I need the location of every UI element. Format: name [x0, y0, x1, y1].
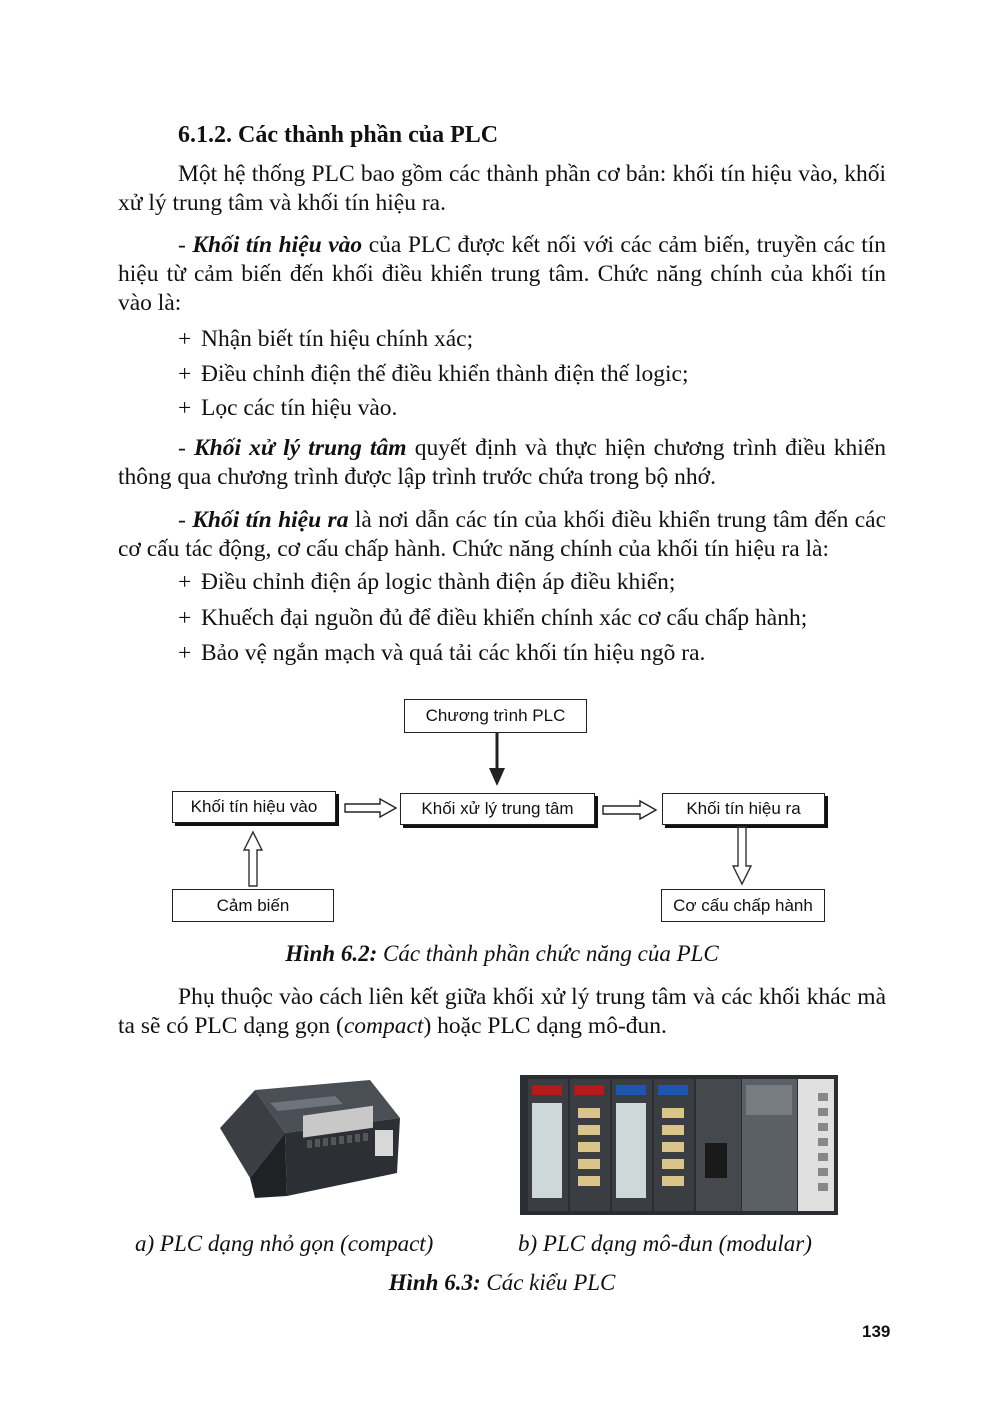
- arrow-program-to-cpu: [489, 733, 505, 786]
- paragraph-input-block-text: của PLC được kết nối với các cảm biến, t…: [118, 232, 887, 316]
- box-input-block: Khối tín hiệu vào: [172, 791, 336, 823]
- paragraph-cpu-block: - Khối xử lý trung tâm quyết định và thự…: [118, 435, 887, 490]
- box-program: Chương trình PLC: [404, 699, 587, 733]
- box-cpu-block: Khối xử lý trung tâm: [400, 793, 595, 825]
- figure-6-3-caption: Hình 6.3: Các kiểu PLC: [388, 1270, 616, 1295]
- arrow-cpu-to-output: [602, 799, 658, 821]
- box-actuator: Cơ cấu chấp hành: [661, 889, 825, 922]
- input-bullet: +Nhận biết tín hiệu chính xác;: [178, 326, 474, 352]
- compact-plc-image: [220, 1080, 400, 1198]
- arrow-input-to-cpu: [344, 797, 398, 819]
- output-bullet: +Bảo vệ ngắn mạch và quá tải các khối tí…: [178, 640, 706, 666]
- arrow-sensor-to-input: [242, 830, 264, 887]
- paragraph-intro: Một hệ thống PLC bao gồm các thành phần …: [118, 161, 886, 216]
- figure-6-2-caption: Hình 6.2: Các thành phần chức năng của P…: [285, 941, 719, 966]
- section-heading: 6.1.2. Các thành phần của PLC: [178, 122, 499, 148]
- term-output-block: Khối tín hiệu ra: [192, 507, 349, 533]
- modular-caption: b) PLC dạng mô-đun (modular): [518, 1231, 812, 1256]
- page-number: 139: [862, 1322, 891, 1341]
- compact-caption: a) PLC dạng nhỏ gọn (compact): [135, 1231, 434, 1256]
- dash: -: [178, 232, 186, 258]
- box-output-block: Khối tín hiệu ra: [662, 793, 825, 825]
- paragraph-compact-modular: Phụ thuộc vào cách liên kết giữa khối xử…: [118, 984, 886, 1039]
- diagram-arrows: [242, 733, 753, 887]
- input-bullet: +Điều chỉnh điện thế điều khiển thành đi…: [178, 361, 689, 387]
- output-bullet: +Khuếch đại nguồn đủ để điều khiển chính…: [178, 605, 808, 631]
- input-bullet: +Lọc các tín hiệu vào.: [178, 395, 398, 421]
- arrow-output-to-actuator: [731, 826, 753, 886]
- paragraph-input-block: - Khối tín hiệu vào của PLC được kết nối…: [118, 231, 886, 318]
- modular-plc-image: [520, 1075, 838, 1215]
- paragraph-output-block: - Khối tín hiệu ra là nơi dẫn các tín củ…: [118, 507, 887, 562]
- term-input-block: Khối tín hiệu vào: [192, 232, 363, 258]
- output-bullet: +Điều chỉnh điện áp logic thành điện áp …: [178, 569, 676, 595]
- term-cpu-block: Khối xử lý trung tâm: [194, 435, 407, 461]
- box-sensor: Cảm biến: [172, 889, 334, 922]
